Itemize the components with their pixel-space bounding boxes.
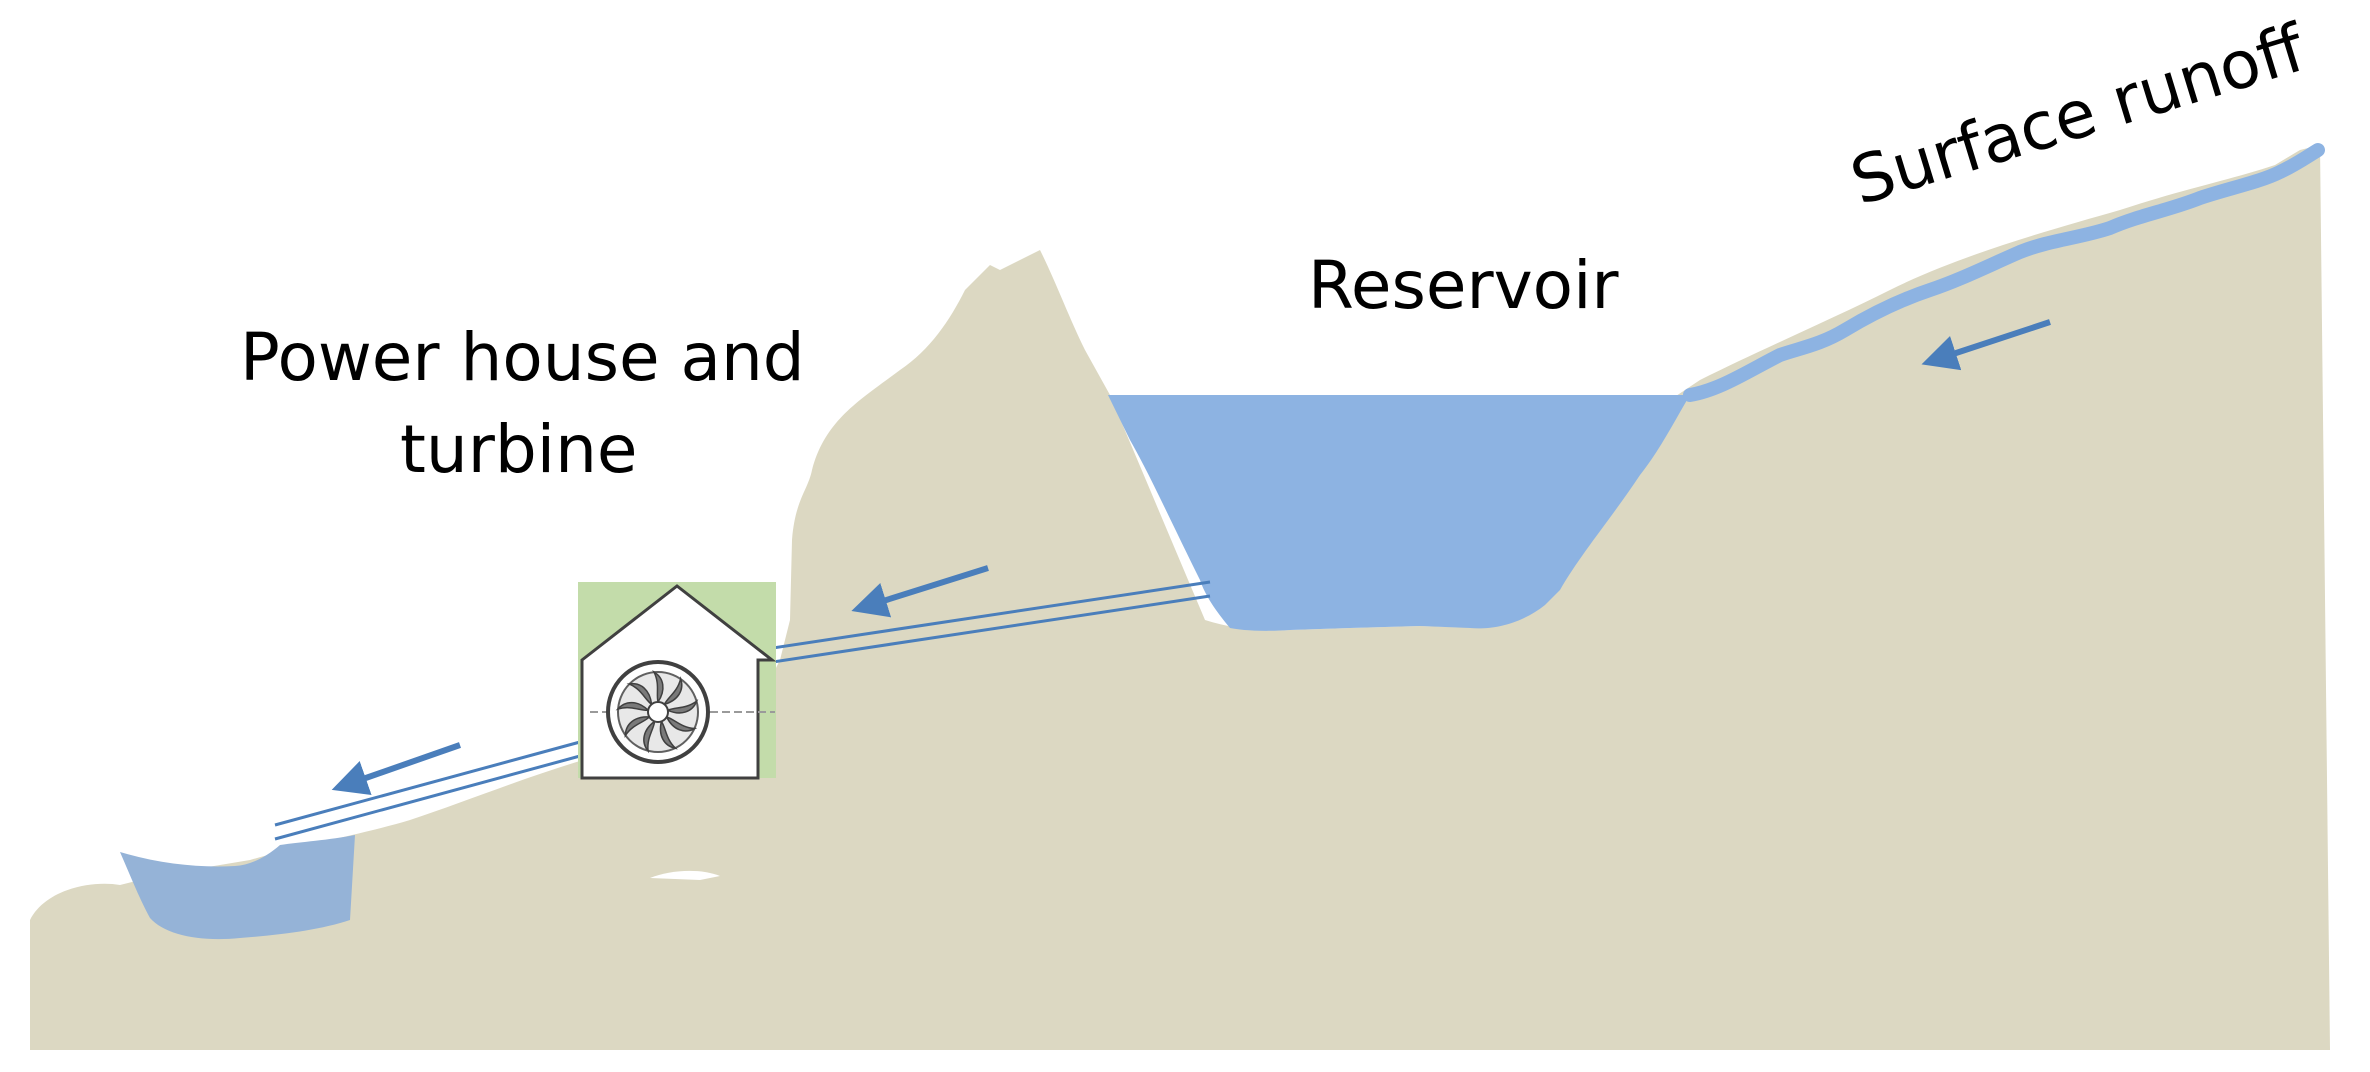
tailrace-pipe <box>274 740 581 841</box>
power-house-label-line1: Power house and <box>240 319 805 396</box>
flow-arrow-icon <box>1921 319 2051 371</box>
reservoir-water <box>1108 395 1690 631</box>
reservoir-label: Reservoir <box>1308 247 1619 324</box>
tailwater-pond <box>120 835 355 940</box>
terrain-notch <box>650 870 720 880</box>
flow-arrow-icon <box>331 742 461 796</box>
terrain <box>30 145 2330 1050</box>
flow-arrow-icon <box>851 565 989 618</box>
surface-runoff-stream <box>1683 143 2325 402</box>
turbine-icon <box>606 660 710 764</box>
power-house-label-line2: turbine <box>400 411 638 488</box>
